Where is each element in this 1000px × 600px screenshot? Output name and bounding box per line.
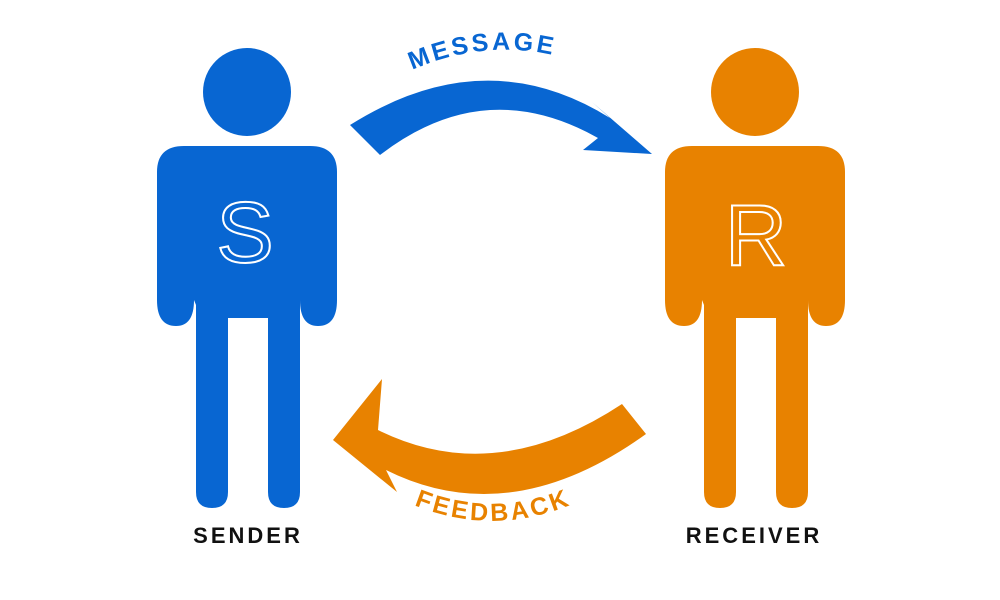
receiver-head [711, 48, 799, 136]
receiver-figure [665, 48, 845, 508]
receiver-initial: R [725, 188, 787, 284]
receiver-body [665, 146, 845, 508]
sender-body [157, 146, 337, 508]
sender-initial: S [216, 185, 273, 281]
feedback-arrow [333, 379, 646, 495]
receiver-label: RECEIVER [686, 523, 822, 548]
sender-figure [157, 48, 337, 508]
sender-head [203, 48, 291, 136]
sender-label: SENDER [193, 523, 303, 548]
message-arrow [350, 80, 652, 155]
message-label: MESSAGE [404, 28, 559, 76]
